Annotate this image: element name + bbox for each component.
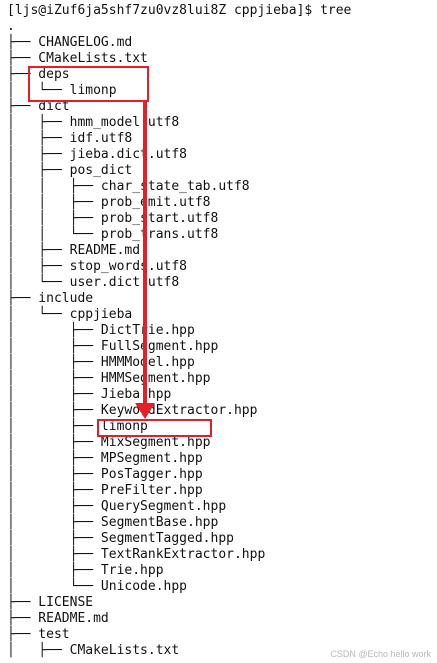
tree-line: │ └── user.dict.utf8 (7, 275, 180, 290)
tree-line: ├── LICENSE (7, 595, 94, 610)
tree-line: │ ├── KeywordExtractor.hpp (7, 403, 258, 418)
tree-line: │ ├── HMMModel.hpp (7, 355, 195, 370)
tree-line: │ ├── DictTrie.hpp (7, 323, 195, 338)
tree-line: │ ├── CMakeLists.txt (7, 643, 180, 658)
tree-line: │ ├── SegmentBase.hpp (7, 515, 219, 530)
tree-line: │ ├── pos_dict (7, 163, 133, 178)
tree-line: │ │ ├── prob_start.utf8 (7, 211, 219, 226)
tree-line: . (7, 19, 15, 34)
tree-line: ├── include (7, 291, 94, 306)
tree-line: │ │ ├── prob_emit.utf8 (7, 195, 211, 210)
tree-line: │ ├── PosTagger.hpp (7, 467, 203, 482)
tree-line: │ │ └── prob_trans.utf8 (7, 227, 219, 242)
tree-line: ├── dict (7, 99, 70, 114)
tree-line: │ ├── Jieba.hpp (7, 387, 172, 402)
tree-line: │ ├── hmm_model.utf8 (7, 115, 180, 130)
tree-line: │ │ ├── char_state_tab.utf8 (7, 179, 250, 194)
tree-line: │ ├── QuerySegment.hpp (7, 499, 227, 514)
tree-line: │ ├── MixSegment.hpp (7, 435, 211, 450)
tree-line: ├── CHANGELOG.md (7, 35, 133, 50)
tree-line: │ └── limonp (7, 83, 117, 98)
tree-line: │ ├── idf.utf8 (7, 131, 133, 146)
tree-line: │ ├── PreFilter.hpp (7, 483, 203, 498)
tree-line: │ ├── jieba.dict.utf8 (7, 147, 188, 162)
tree-line: ├── test (7, 627, 70, 642)
tree-line: │ └── cppjieba (7, 307, 133, 322)
tree-line: │ ├── limonp (7, 419, 148, 434)
tree-line: │ ├── MPSegment.hpp (7, 451, 203, 466)
tree-line: │ ├── README.md (7, 243, 141, 258)
tree-line: │ ├── FullSegment.hpp (7, 339, 219, 354)
shell-prompt-line: [ljs@iZuf6ja5shf7zu0vz8lui8Z cppjieba]$ … (7, 3, 352, 18)
tree-line: ├── deps (7, 67, 70, 82)
tree-line: ├── README.md (7, 611, 109, 626)
csdn-watermark: CSDN @Echo hello work (330, 649, 431, 659)
tree-line: │ ├── stop_words.utf8 (7, 259, 188, 274)
tree-line: │ └── Unicode.hpp (7, 579, 188, 594)
tree-line: │ ├── Trie.hpp (7, 563, 164, 578)
tree-line: │ ├── SegmentTagged.hpp (7, 531, 234, 546)
tree-line: ├── CMakeLists.txt (7, 51, 148, 66)
tree-line: │ ├── TextRankExtractor.hpp (7, 547, 266, 562)
tree-line: │ ├── HMMSegment.hpp (7, 371, 211, 386)
